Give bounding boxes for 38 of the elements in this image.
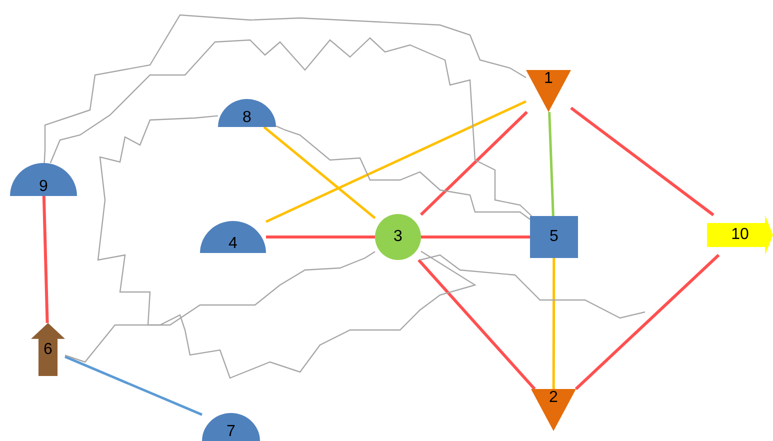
node-number: 6 [44,340,52,358]
connector-line [419,254,646,319]
node-number: 4 [228,235,238,253]
connector-line [265,100,527,223]
connector-line [570,106,714,216]
semicircle-node [10,163,77,196]
triangle-node [526,70,571,112]
node-number: 9 [39,178,48,196]
connector-line [418,259,536,390]
semicircle-node [202,413,260,441]
right-arrow-node [707,215,773,255]
node-number: 1 [544,70,553,88]
connector-line [64,356,202,416]
semicircle-node [218,99,276,127]
connector-line [421,236,530,238]
connector-line [50,37,532,216]
square-node [530,216,578,258]
node-number: 8 [242,109,252,127]
connector-line [276,125,530,220]
connector-line [574,254,720,390]
connector-line [263,126,376,220]
triangle-node [531,389,576,431]
connector-line [548,112,554,216]
node-number: 3 [394,228,402,246]
connector-line [552,258,556,389]
node-number: 7 [226,423,236,441]
connector-line [97,115,376,326]
connector-line [64,250,476,379]
connector-line [44,14,526,164]
connector-line [420,110,528,216]
node-number: 5 [550,228,558,246]
connector-line [42,196,49,324]
semicircle-node [200,221,266,253]
node-number: 2 [549,389,558,407]
node-number: 10 [731,226,749,244]
circle-node [375,214,421,260]
connector-line [266,236,375,238]
up-arrow-node [31,323,65,376]
